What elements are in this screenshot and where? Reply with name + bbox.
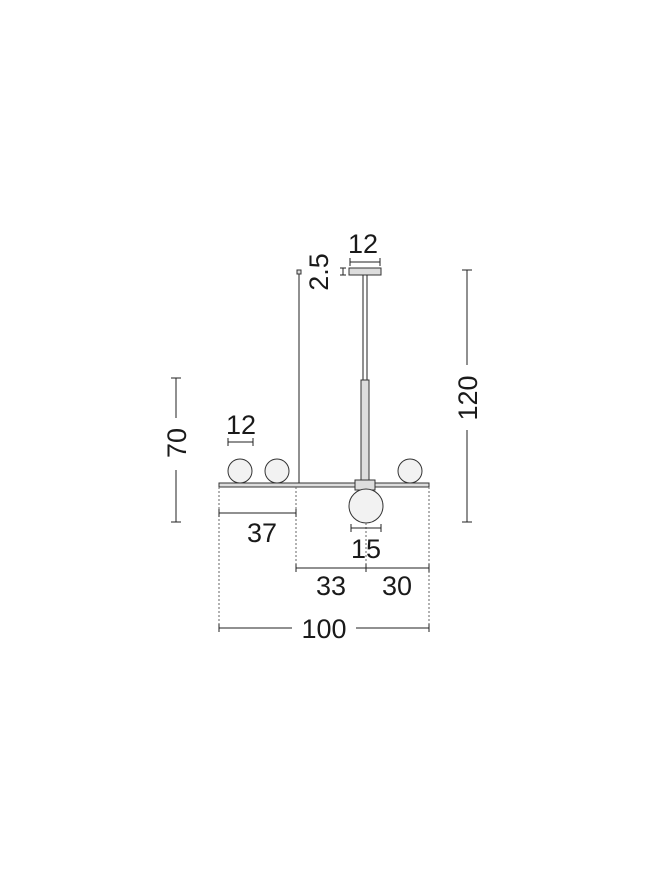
- dim-height-body: 70: [162, 428, 192, 458]
- globe-right: [397, 458, 423, 484]
- dim-canopy-height: 2.5: [304, 253, 334, 291]
- globe-left-1: [227, 458, 253, 484]
- rod-lower: [360, 379, 370, 481]
- dim-left-arm: 37: [247, 518, 277, 548]
- dim-mid-left: 33: [316, 571, 346, 601]
- horizontal-bar: [218, 482, 430, 488]
- dim-canopy-width: 12: [348, 229, 378, 259]
- globe-left-2: [264, 458, 290, 484]
- canopy: [348, 267, 382, 276]
- dim-globe-diameter: 12: [226, 410, 256, 440]
- dim-height-total: 120: [453, 375, 483, 420]
- dim-center-globe: 15: [351, 534, 381, 564]
- center-joint: [354, 479, 376, 491]
- dim-mid-right: 30: [382, 571, 412, 601]
- dim-total-width: 100: [301, 614, 346, 644]
- cable-top-hook: [296, 269, 302, 275]
- globe-center: [348, 488, 384, 524]
